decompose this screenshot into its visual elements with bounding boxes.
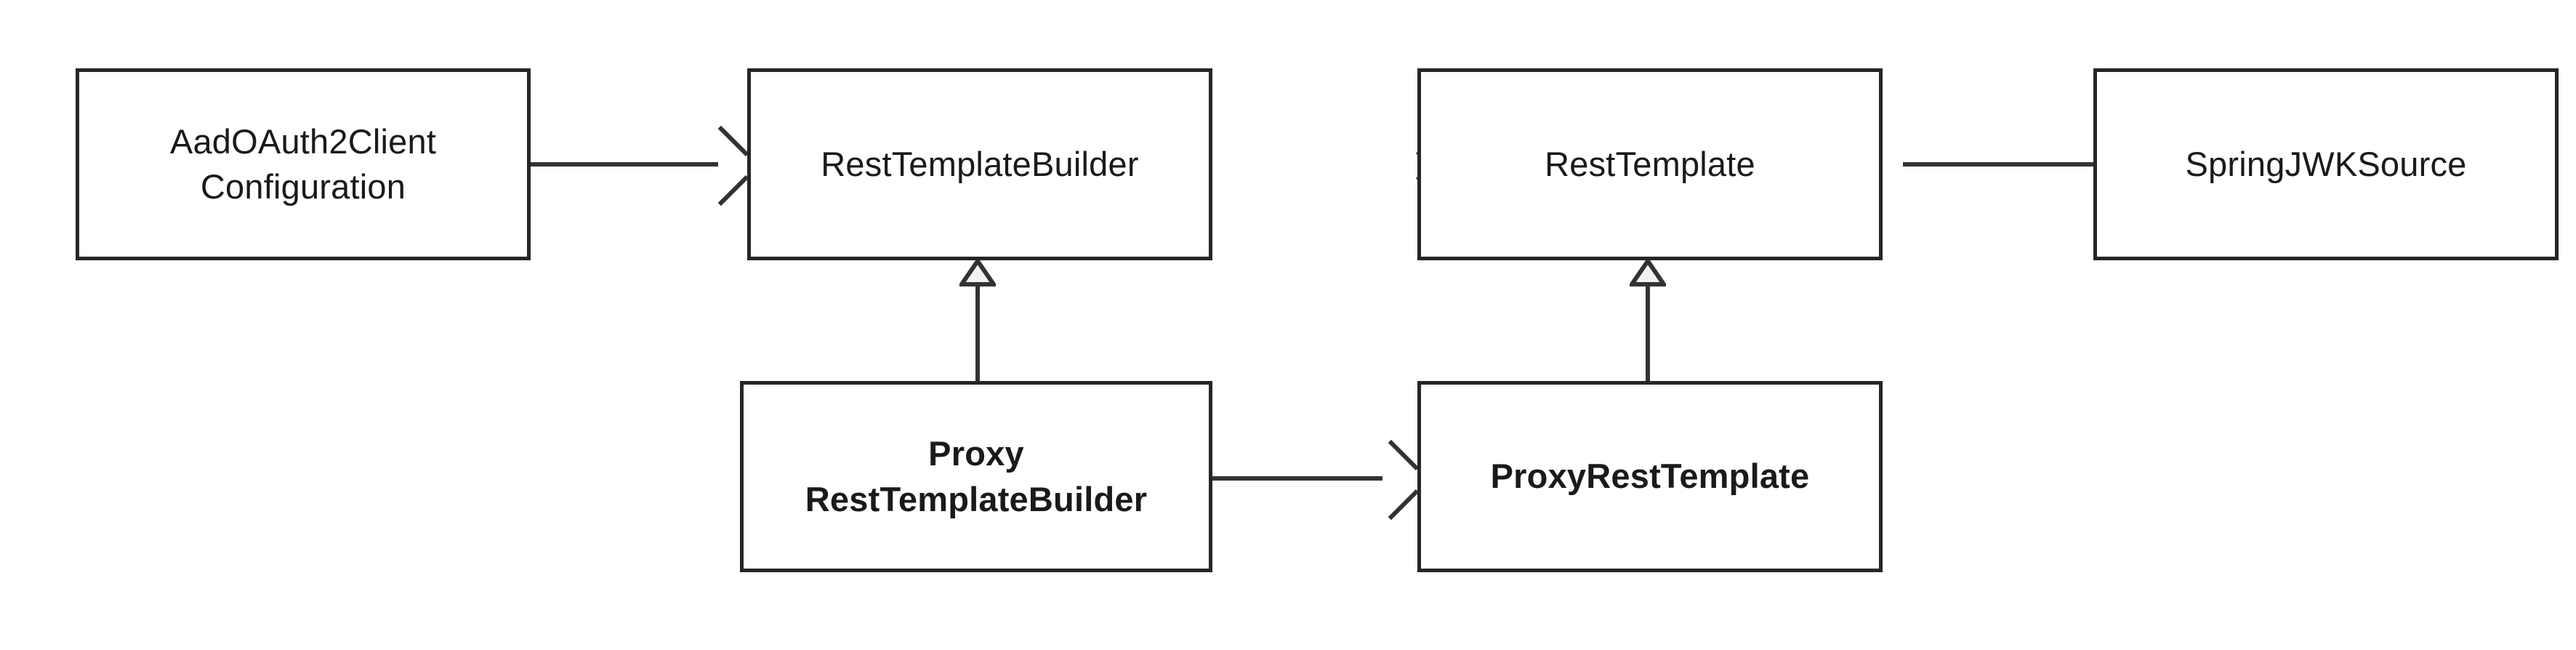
class-label: Proxy RestTemplateBuilder [805, 434, 1148, 518]
open-arrow-right-icon [708, 145, 747, 184]
class-box-rest-template-builder[interactable]: RestTemplateBuilder [747, 68, 1212, 260]
class-label: RestTemplateBuilder [821, 144, 1139, 183]
class-label: AadOAuth2Client Configuration [169, 121, 437, 206]
connector-line [1212, 476, 1382, 481]
class-box-aad-oauth2-client-configuration[interactable]: AadOAuth2Client Configuration [76, 68, 531, 260]
class-box-spring-jwk-source[interactable]: SpringJWKSource [2093, 68, 2559, 260]
class-box-proxy-rest-template[interactable]: ProxyRestTemplate [1417, 381, 1883, 572]
hollow-triangle-up-icon [959, 259, 996, 286]
connector-line [1646, 285, 1650, 384]
class-label: SpringJWKSource [2185, 144, 2467, 183]
class-box-proxy-rest-template-builder[interactable]: Proxy RestTemplateBuilder [740, 381, 1212, 572]
connector-line [975, 285, 980, 384]
class-label: RestTemplate [1545, 144, 1755, 183]
hollow-triangle-up-icon [1630, 259, 1666, 286]
class-box-rest-template[interactable]: RestTemplate [1417, 68, 1883, 260]
connector-line [531, 162, 718, 166]
connector-line [1903, 162, 2093, 166]
class-label: ProxyRestTemplate [1490, 457, 1810, 496]
open-arrow-right-icon [1378, 459, 1417, 498]
